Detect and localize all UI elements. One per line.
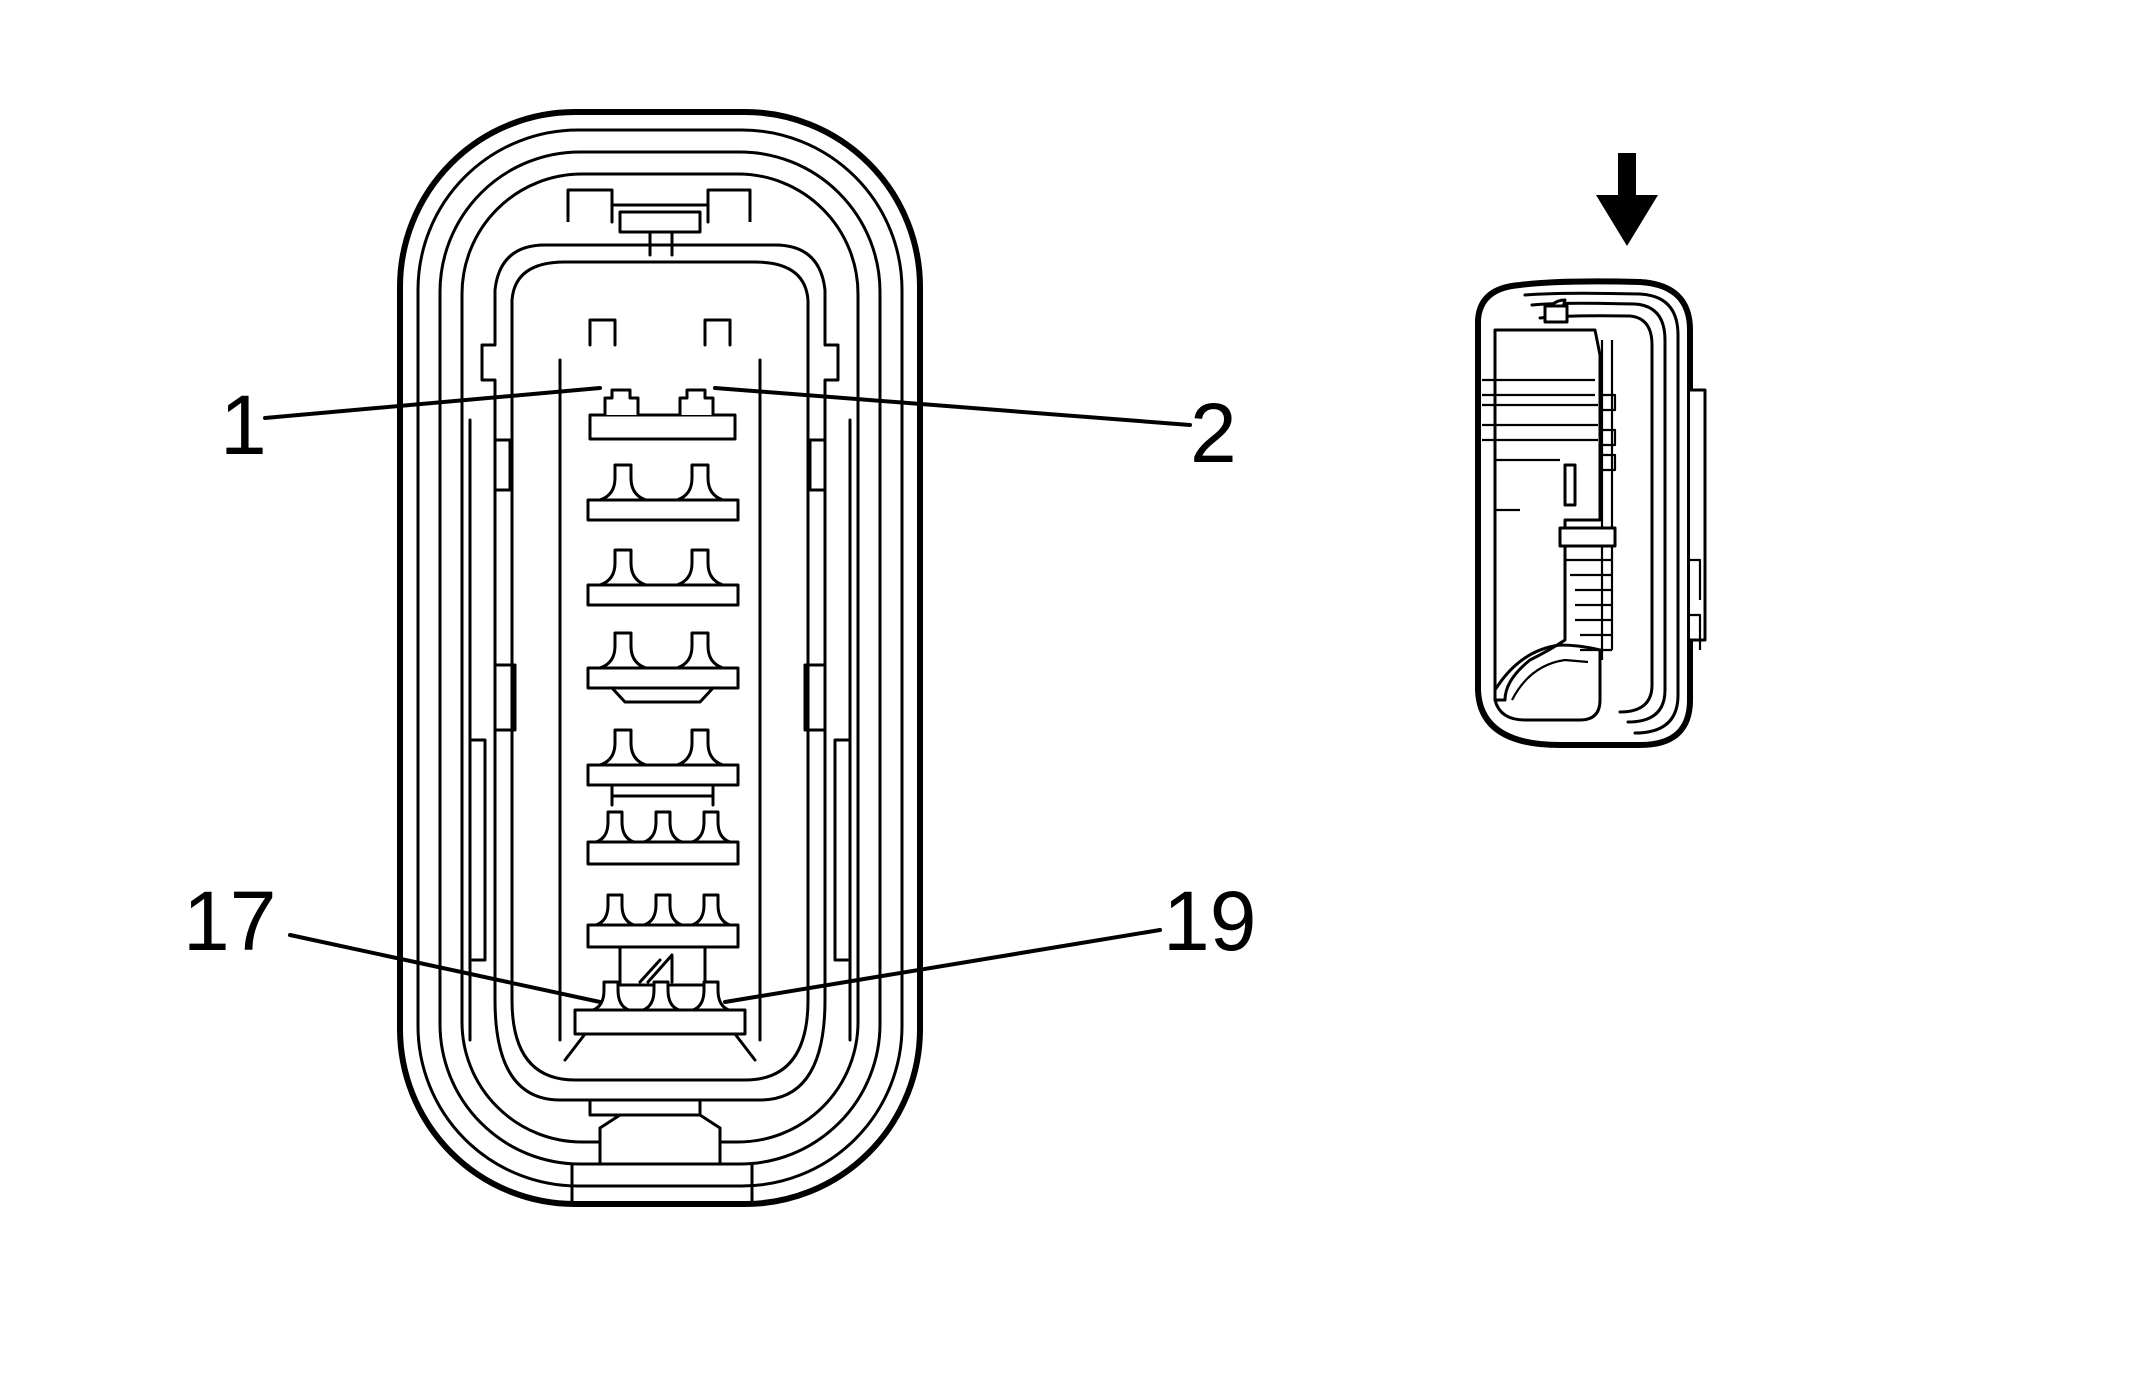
connector-face-view (397, 109, 923, 1207)
housing-shell-2 (416, 128, 904, 1188)
callout-leaders (263, 386, 1192, 1004)
leader-pin-17 (288, 933, 602, 1004)
leader-pin-1 (263, 386, 602, 420)
right-side-ribs (803, 418, 852, 1042)
inner-frame (480, 243, 840, 1102)
label-pin-2: 2 (1190, 386, 1237, 480)
inner-frame-2 (510, 260, 810, 1082)
side-housing-outer (1475, 278, 1693, 748)
label-pin-17: 17 (183, 874, 276, 968)
callout-labels: 1 2 17 19 (183, 378, 1256, 968)
terminal-row-1 (588, 388, 737, 441)
terminal-insert (558, 318, 762, 1062)
terminal-row-8 (563, 980, 757, 1062)
terminal-row-2 (586, 463, 740, 522)
leader-pin-2 (713, 386, 1192, 427)
terminal-row-7 (586, 893, 740, 949)
terminal-row-4 (586, 631, 740, 704)
label-pin-19: 19 (1163, 874, 1256, 968)
terminal-row-6 (586, 810, 740, 866)
connector-side-view (1475, 153, 1707, 748)
arrow-down-icon (1596, 153, 1658, 246)
housing-outer-shell (397, 109, 923, 1207)
side-view-ribs (1558, 340, 1617, 660)
label-pin-1: 1 (220, 378, 267, 472)
bottom-latch (570, 1098, 754, 1206)
terminal-row-5 (586, 728, 740, 787)
keying-feature (618, 945, 707, 987)
leader-pin-19 (723, 928, 1162, 1004)
left-side-ribs (468, 418, 517, 1042)
terminal-row-3 (586, 548, 740, 607)
